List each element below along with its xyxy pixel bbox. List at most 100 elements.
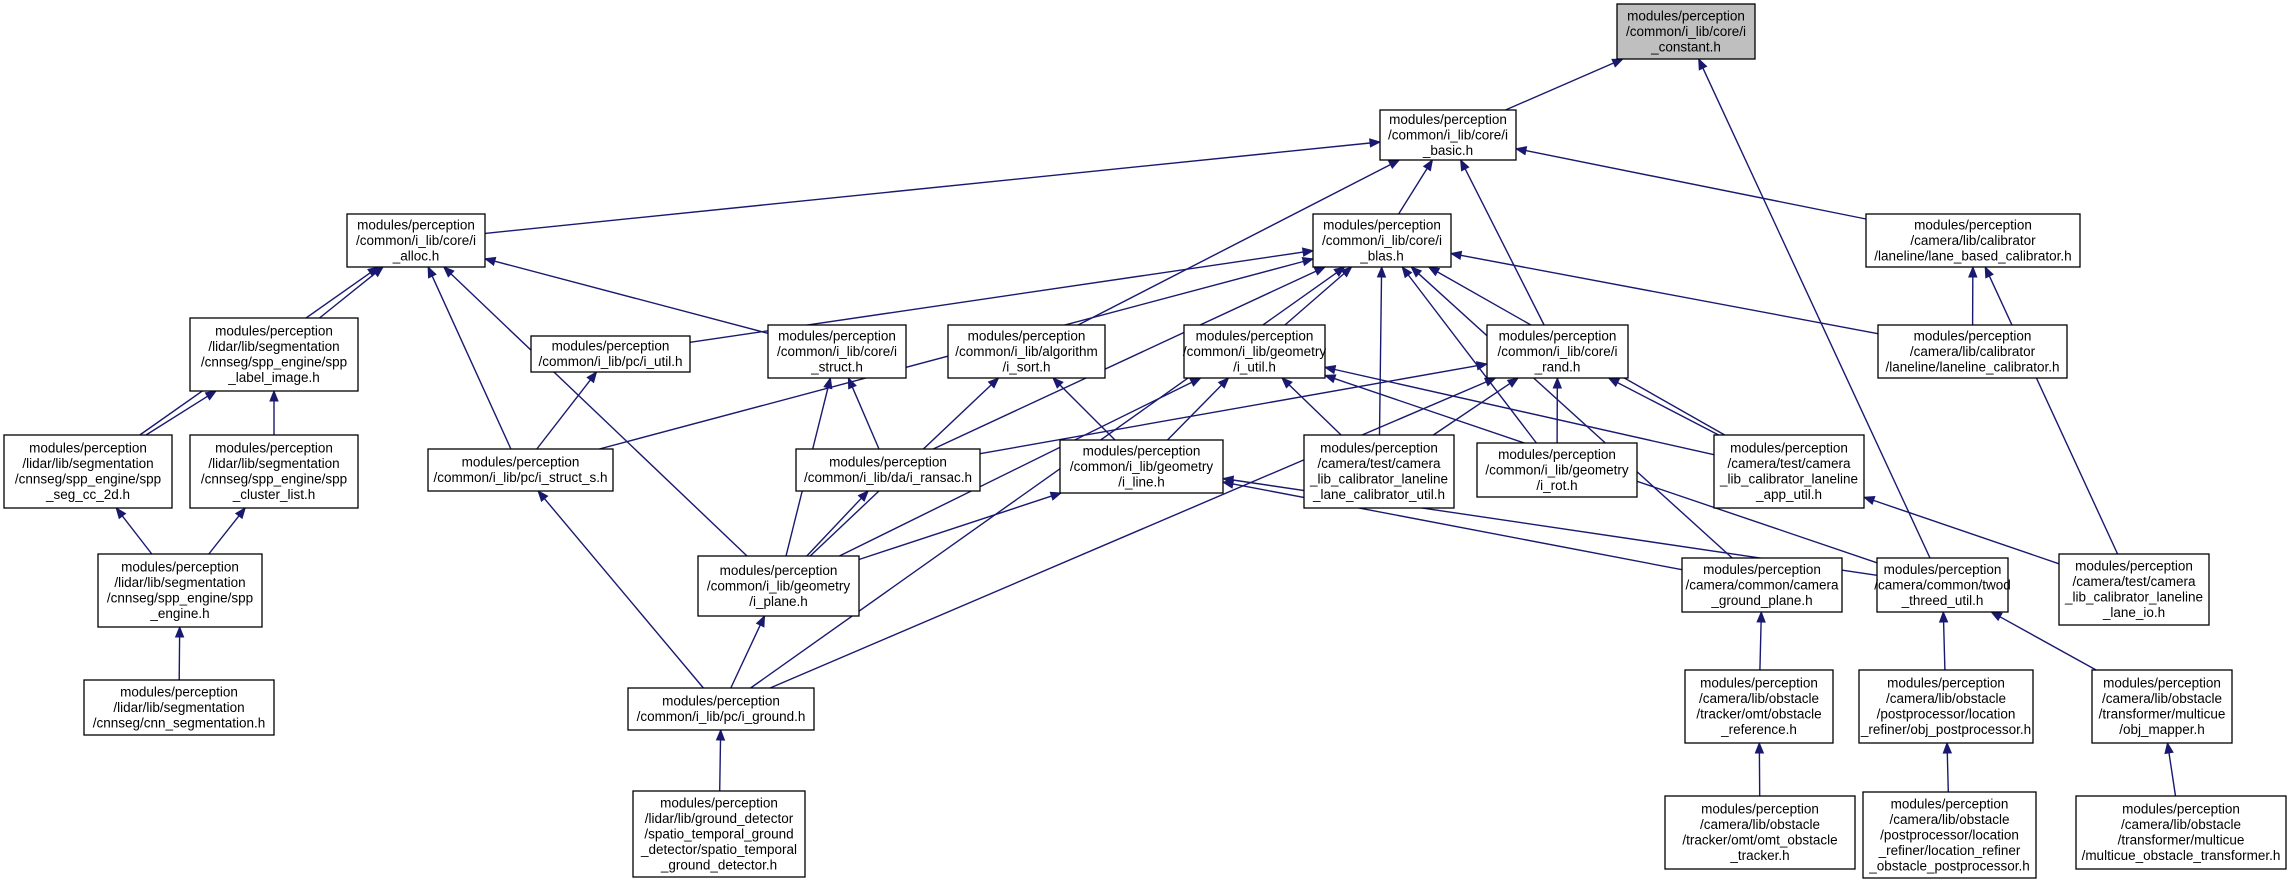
node-label-line: modules/perception <box>778 328 896 343</box>
node-box <box>1877 324 2068 379</box>
header-file-node[interactable]: modules/perception/lidar/lib/segmentatio… <box>3 434 173 509</box>
arrowhead-icon <box>427 265 437 279</box>
node-box <box>1713 434 1865 509</box>
dependency-edge <box>1942 741 1953 793</box>
dependency-edge <box>1756 610 1766 671</box>
node-label-line: _struct.h <box>810 359 863 374</box>
node-box <box>1303 434 1455 509</box>
header-file-node[interactable]: modules/perception/common/i_lib/core/i_s… <box>767 324 907 379</box>
dependency-edge <box>269 389 279 435</box>
header-file-node[interactable]: modules/perception/camera/lib/obstacle/t… <box>2091 669 2233 744</box>
edge-line <box>1999 616 2097 671</box>
edge-line <box>730 624 761 689</box>
node-label-line: _lane_io.h <box>2102 605 2165 620</box>
header-file-node[interactable]: modules/perception/common/i_lib/pc/i_gro… <box>627 687 815 731</box>
arrowhead-icon <box>1990 611 2003 622</box>
edge-line <box>769 381 1487 689</box>
header-file-node[interactable]: modules/perception/lidar/lib/segmentatio… <box>83 679 275 736</box>
node-label-line: /cnnseg/spp_engine/spp <box>15 472 161 487</box>
header-file-node[interactable]: modules/perception/common/i_lib/geometry… <box>1059 439 1224 494</box>
node-box <box>1862 791 2037 879</box>
node-label-line: /camera/test/camera <box>2072 574 2196 589</box>
node-box <box>1664 795 1856 870</box>
header-file-node[interactable]: modules/perception/camera/lib/calibrator… <box>1865 213 2081 268</box>
header-file-node[interactable]: modules/perception/camera/test/camera_li… <box>1713 434 1865 509</box>
header-file-node[interactable]: modules/perception/common/i_lib/pc/i_uti… <box>530 335 691 373</box>
header-file-node[interactable]: modules/perception/common/i_lib/da/i_ran… <box>795 448 981 492</box>
node-label-line: /cnnseg/cnn_segmentation.h <box>93 715 266 730</box>
header-file-node[interactable]: modules/perception/camera/test/camera_li… <box>1303 434 1455 509</box>
node-label-line: _refiner/location_refiner <box>1878 843 2021 858</box>
dependency-edge <box>730 614 766 689</box>
header-file-node[interactable]: modules/perception/camera/lib/obstacle/t… <box>2075 795 2287 870</box>
arrowhead-icon <box>1862 496 1876 506</box>
header-file-node[interactable]: modules/perception/common/i_lib/core/i_r… <box>1486 324 1629 379</box>
arrowhead-icon <box>1756 610 1766 623</box>
edge-line <box>1946 752 1949 793</box>
edge-line <box>319 272 376 319</box>
edge-line <box>1988 275 2119 555</box>
header-file-node[interactable]: modules/perception/common/i_lib/geometry… <box>697 555 860 617</box>
node-label-line: /camera/test/camera <box>1727 456 1851 471</box>
header-file-node[interactable]: modules/perception/common/i_lib/pc/i_str… <box>427 448 614 492</box>
node-label-line: /lidar/lib/segmentation <box>208 339 339 354</box>
dependency-edge <box>115 506 153 555</box>
arrowhead-icon <box>537 489 549 503</box>
arrowhead-icon <box>1410 266 1423 278</box>
node-box <box>795 448 981 492</box>
node-label-line: /i_util.h <box>1233 359 1276 374</box>
header-file-node[interactable]: modules/perception/lidar/lib/segmentatio… <box>189 317 359 392</box>
node-label-line: /common/i_lib/core/i <box>356 233 476 248</box>
arrowhead-icon <box>1942 741 1953 754</box>
header-file-node[interactable]: modules/perception/camera/test/camera_li… <box>2058 553 2210 626</box>
node-label-line: modules/perception <box>1701 802 1819 817</box>
header-file-node[interactable]: modules/perception/common/i_lib/geometry… <box>1183 324 1327 379</box>
node-label-line: /common/i_lib/geometry <box>1485 462 1629 477</box>
dependency-edge <box>1505 58 1625 111</box>
dependency-edge <box>1401 265 1537 444</box>
header-file-node[interactable]: modules/perception/camera/lib/obstacle/t… <box>1664 795 1856 870</box>
arrowhead-icon <box>442 266 455 278</box>
edge-line <box>1464 168 1545 326</box>
header-file-node[interactable]: modules/perception/common/i_lib/core/i_a… <box>346 213 486 268</box>
dependency-edge <box>1862 496 2060 565</box>
header-file-node[interactable]: modules/perception/camera/lib/obstacle/t… <box>1684 669 1834 744</box>
node-label-line: _ground_detector.h <box>660 857 777 872</box>
node-label-line: modules/perception <box>720 563 838 578</box>
edge-line <box>543 498 704 689</box>
dependency-edge <box>1323 364 1715 456</box>
node-label-line: /postprocessor/location <box>1877 707 2016 722</box>
node-label-line: _lib_calibrator_laneline <box>1719 472 1858 487</box>
header-file-node[interactable]: modules/perception/camera/lib/calibrator… <box>1877 324 2068 379</box>
header-file-node[interactable]: modules/perception/common/i_lib/core/i_b… <box>1379 109 1517 161</box>
nodes-layer: modules/perception/common/i_lib/core/i_c… <box>3 3 2287 879</box>
node-label-line: /i_line.h <box>1118 474 1165 489</box>
arrowhead-icon <box>204 390 218 401</box>
node-label-line: /camera/lib/obstacle <box>1886 691 2006 706</box>
dependency-edge <box>1284 266 1353 326</box>
node-box <box>189 434 359 509</box>
node-box <box>2075 795 2287 870</box>
header-file-node[interactable]: modules/perception/common/i_lib/core/i_b… <box>1312 213 1452 268</box>
arrowhead-icon <box>174 625 185 638</box>
edge-line <box>145 395 208 436</box>
node-label-line: /laneline/lane_based_calibrator.h <box>1874 248 2071 263</box>
arrowhead-icon <box>1698 57 1708 71</box>
edge-line <box>1617 381 1719 436</box>
header-file-node[interactable]: modules/perception/common/i_lib/geometry… <box>1476 442 1638 498</box>
header-file-node[interactable]: modules/perception/camera/lib/obstacle/p… <box>1862 791 2037 879</box>
header-file-node[interactable]: modules/perception/lidar/lib/ground_dete… <box>632 790 806 878</box>
header-file-node[interactable]: modules/perception/lidar/lib/segmentatio… <box>97 553 263 628</box>
header-file-node[interactable]: modules/perception/common/i_lib/algorith… <box>947 324 1106 379</box>
header-file-node[interactable]: modules/perception/camera/common/camera_… <box>1681 557 1843 613</box>
header-file-node[interactable]: modules/perception/camera/lib/obstacle/p… <box>1858 669 2034 744</box>
node-box <box>697 555 860 617</box>
arrowhead-icon <box>1313 266 1327 276</box>
header-file-node[interactable]: modules/perception/camera/common/twod_th… <box>1874 557 2011 613</box>
node-box <box>767 324 907 379</box>
arrowhead-icon <box>367 266 380 277</box>
dependency-edge <box>1984 265 2119 555</box>
node-label-line: modules/perception <box>552 339 670 354</box>
header-file-node[interactable]: modules/perception/lidar/lib/segmentatio… <box>189 434 359 509</box>
node-label-line: /tracker/omt/omt_obstacle <box>1682 833 1837 848</box>
